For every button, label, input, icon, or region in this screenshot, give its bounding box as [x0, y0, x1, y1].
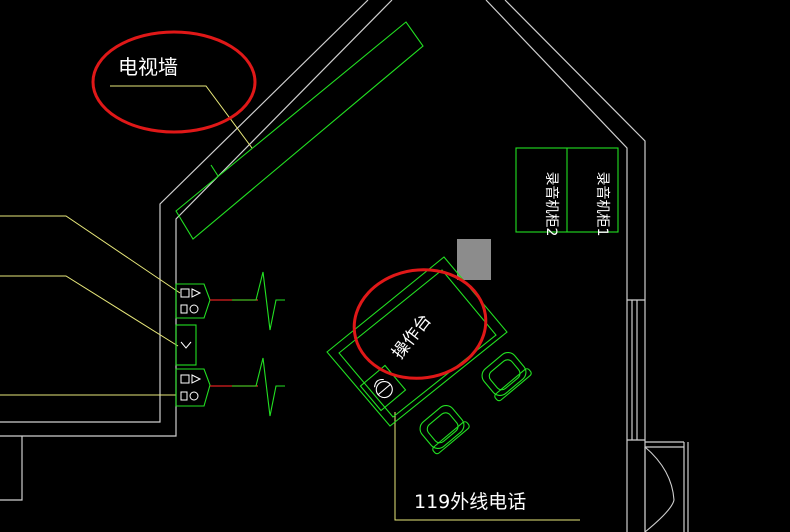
gray-equipment-box — [457, 239, 491, 280]
tv-wall-label: 电视墙 — [118, 55, 178, 79]
leader-line — [0, 215, 181, 294]
outer-wall — [0, 0, 369, 423]
external-phone-label: 119外线电话 — [414, 491, 526, 513]
highlight-annotations — [91, 30, 488, 380]
telephone-icon — [359, 364, 407, 412]
outer-wall-right — [504, 0, 646, 532]
tv-wall-leader — [110, 85, 253, 149]
office-chair-icon — [481, 352, 532, 402]
inner-wall — [0, 0, 393, 437]
outlet-panel-mid — [175, 324, 197, 366]
left-wall-box — [0, 436, 23, 501]
leader-lines — [0, 85, 580, 521]
cable-lines — [210, 299, 258, 387]
socket-outlet-icon — [180, 288, 202, 314]
tv-wall-highlight — [91, 30, 257, 134]
socket-outlet-icon — [180, 374, 202, 401]
console-highlight — [352, 268, 488, 380]
signal-waveform-icon — [232, 357, 285, 417]
socket-outlet-icon — [180, 341, 192, 349]
operation-console — [326, 256, 508, 427]
cabinet-1-label: 录音机柜1 — [594, 172, 611, 237]
signal-waveform-icon — [232, 271, 285, 331]
door-swing-icon — [644, 446, 675, 532]
outlet-panel-bottom — [175, 368, 211, 407]
inner-wall-right — [485, 0, 628, 532]
outlet-panel-top — [175, 283, 211, 319]
phone-leader — [394, 412, 580, 521]
console-label: 操作台 — [388, 311, 435, 364]
tv-wall-unit — [175, 21, 424, 240]
cabinet-2-label: 录音机柜2 — [543, 172, 560, 237]
recorder-cabinets — [515, 147, 619, 233]
office-chair-icon — [419, 405, 470, 455]
room-walls — [0, 0, 689, 532]
leader-line — [0, 275, 179, 347]
